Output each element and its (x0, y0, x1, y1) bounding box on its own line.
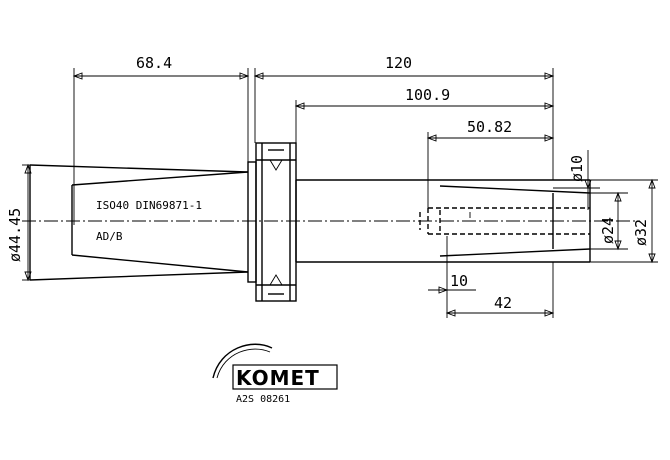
tool-outline (29, 142, 591, 302)
dim-dia-32-label: ø32 (632, 219, 650, 246)
part-number: A2S 08261 (236, 394, 290, 405)
dim-68-4: 68.4 (72, 54, 250, 225)
dim-10-label: 10 (450, 272, 468, 290)
dim-120: 120 (253, 54, 555, 180)
dim-50-82: 50.82 (426, 118, 555, 208)
logo-text: KOMET (236, 366, 320, 390)
dim-dia-10: ø10 (553, 150, 600, 210)
dim-42-label: 42 (494, 294, 512, 312)
dim-120-label: 120 (385, 54, 412, 72)
standard-note: ISO40 DIN69871-1 (96, 199, 202, 212)
dim-dia-10-label: ø10 (568, 155, 586, 182)
dim-42: 42 (445, 262, 555, 318)
dim-50-82-label: 50.82 (467, 118, 512, 136)
dim-100-9: 100.9 (294, 86, 555, 180)
dim-68-4-label: 68.4 (136, 54, 172, 72)
komet-logo: KOMET (212, 343, 338, 390)
dim-dia-44-45-label: ø44.45 (6, 208, 24, 262)
form-note: AD/B (96, 230, 123, 243)
dim-dia-24: ø24 (590, 191, 628, 251)
dim-dia-44-45: ø44.45 (6, 163, 34, 282)
dim-10: 10 (428, 236, 476, 318)
dim-dia-24-label: ø24 (599, 217, 617, 244)
dim-dia-32: ø32 (590, 178, 658, 264)
dim-100-9-label: 100.9 (405, 86, 450, 104)
